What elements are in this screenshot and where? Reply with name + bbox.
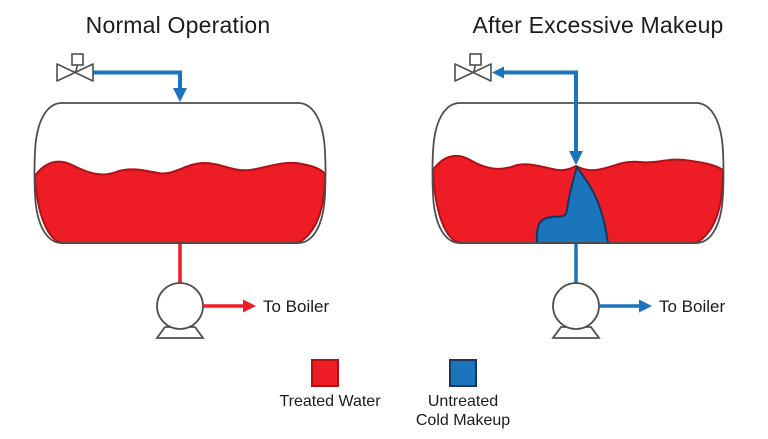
legend-label-treated-water: Treated Water: [279, 393, 381, 410]
untreated-makeup-plume: [535, 166, 609, 244]
tank-outline: [431, 102, 725, 244]
pump-icon: [155, 282, 205, 339]
panel-after-excessive-makeup: To Boiler After Excessive Makeup: [431, 12, 725, 339]
legend-label-untreated-line2: Cold Makeup: [416, 412, 510, 429]
valve-arrow-icon: [492, 66, 504, 79]
to-boiler-label: To Boiler: [263, 297, 329, 316]
treated-water-fill: [34, 160, 326, 244]
makeup-feed-pipe: [93, 70, 182, 89]
legend-swatch-untreated-makeup: [449, 359, 477, 387]
legend: Treated Water Untreated Cold Makeup: [279, 359, 510, 429]
to-boiler-arrow-icon: [243, 299, 256, 313]
panel-title: After Excessive Makeup: [472, 12, 723, 38]
to-boiler-label: To Boiler: [659, 297, 725, 316]
tank-outline: [33, 102, 327, 244]
down-arrow-icon: [569, 151, 583, 165]
legend-swatch-treated-water: [311, 359, 339, 387]
makeup-feed-pipe: [502, 70, 578, 152]
makeup-valve-icon: [454, 53, 492, 82]
down-arrow-icon: [173, 88, 187, 102]
makeup-valve-icon: [56, 53, 94, 82]
panel-title: Normal Operation: [86, 12, 271, 38]
legend-label-untreated-line1: Untreated: [428, 393, 498, 410]
pump-icon: [551, 282, 601, 339]
panel-normal-operation: To Boiler Normal Operation: [33, 12, 329, 339]
to-boiler-arrow-icon: [639, 299, 652, 313]
